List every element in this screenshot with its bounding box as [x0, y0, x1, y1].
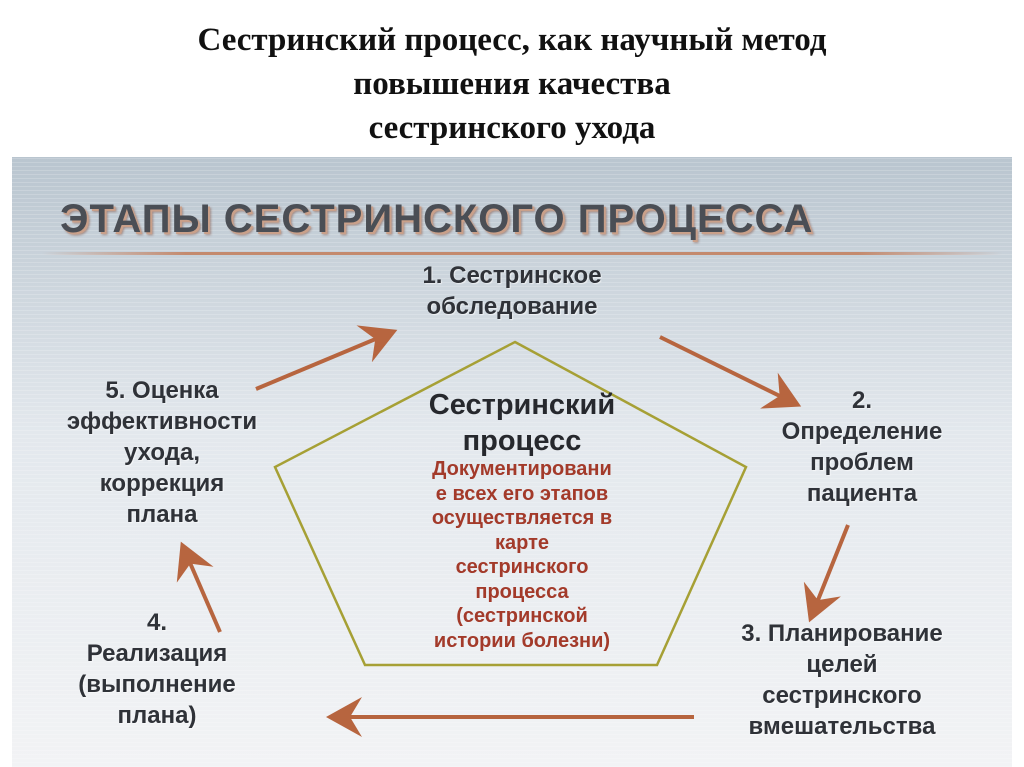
- center-note-line: осуществляется в: [431, 507, 613, 529]
- stage-5-line: плана: [126, 501, 198, 528]
- stage-4-implementation: 4. Реализация (выполнение плана): [32, 607, 282, 731]
- center-note-line: истории болезни): [433, 629, 611, 652]
- stage-3-line: вмешательства: [748, 713, 936, 740]
- arrow-stage1-to-stage2: [659, 335, 802, 409]
- stage-5-line: коррекция: [99, 470, 225, 497]
- stage-4-line: (выполнение: [78, 671, 236, 698]
- stage-5-line: 5. Оценка: [105, 377, 219, 404]
- stage-3-line: сестринского: [762, 682, 922, 709]
- center-note-line: процесса: [475, 580, 569, 603]
- stage-4-line: плана): [117, 702, 197, 729]
- diagram-panel: ЭТАПЫ СЕСТРИНСКОГО ПРОЦЕССА 1. Сестринск…: [12, 157, 1012, 767]
- stage-2-line: пациента: [806, 480, 918, 507]
- stage-1-line: обследование: [426, 293, 598, 320]
- header-divider: [42, 252, 1002, 255]
- center-title-line: Сестринский: [428, 389, 616, 421]
- center-note-line: Документировани: [432, 458, 612, 480]
- center-title: Сестринский процесс: [382, 387, 662, 459]
- slide-title-line-3: сестринского ухода: [368, 110, 656, 146]
- stage-2-line: проблем: [810, 449, 914, 476]
- panel-header: ЭТАПЫ СЕСТРИНСКОГО ПРОЦЕССА: [60, 197, 814, 241]
- stage-4-line: Реализация: [86, 640, 228, 667]
- stage-5-line: ухода,: [124, 439, 200, 466]
- diagram-graphics: [176, 325, 850, 737]
- center-note-line: (сестринской: [456, 605, 588, 627]
- stage-3-line: целей: [806, 651, 878, 678]
- stage-4-line: 4.: [146, 609, 167, 636]
- center-note: Документировани е всех его этапов осущес…: [372, 457, 672, 653]
- center-pentagon: [273, 340, 748, 667]
- center-note-line: сестринского: [455, 556, 589, 578]
- stage-5-line: эффективности: [66, 408, 258, 435]
- stage-5-evaluation: 5. Оценка эффективности ухода, коррекция…: [22, 375, 302, 530]
- stage-1-assessment: 1. Сестринское обследование: [352, 260, 672, 322]
- arrow-stage4-to-stage5: [176, 541, 222, 633]
- stage-2-line: 2.: [851, 387, 872, 414]
- stage-1-line: 1. Сестринское: [422, 262, 602, 289]
- center-note-line: карте: [494, 531, 549, 554]
- center-title-line: процесс: [462, 425, 582, 457]
- stage-3-line: 3. Планирование: [741, 620, 943, 647]
- arrow-stage5-to-stage1: [255, 325, 398, 391]
- stage-2-problems: 2. Определение проблем пациента: [737, 385, 987, 509]
- center-note-line: е всех его этапов: [435, 482, 609, 505]
- stage-2-line: Определение: [781, 418, 943, 445]
- slide-title: Сестринский процесс, как научный метод п…: [0, 18, 1024, 150]
- slide-title-line-2: повышения качества: [353, 66, 671, 102]
- stage-3-planning: 3. Планирование целей сестринского вмеша…: [682, 618, 1002, 742]
- slide-title-line-1: Сестринский процесс, как научный метод: [197, 22, 827, 58]
- arrow-stage2-to-stage3: [803, 524, 850, 623]
